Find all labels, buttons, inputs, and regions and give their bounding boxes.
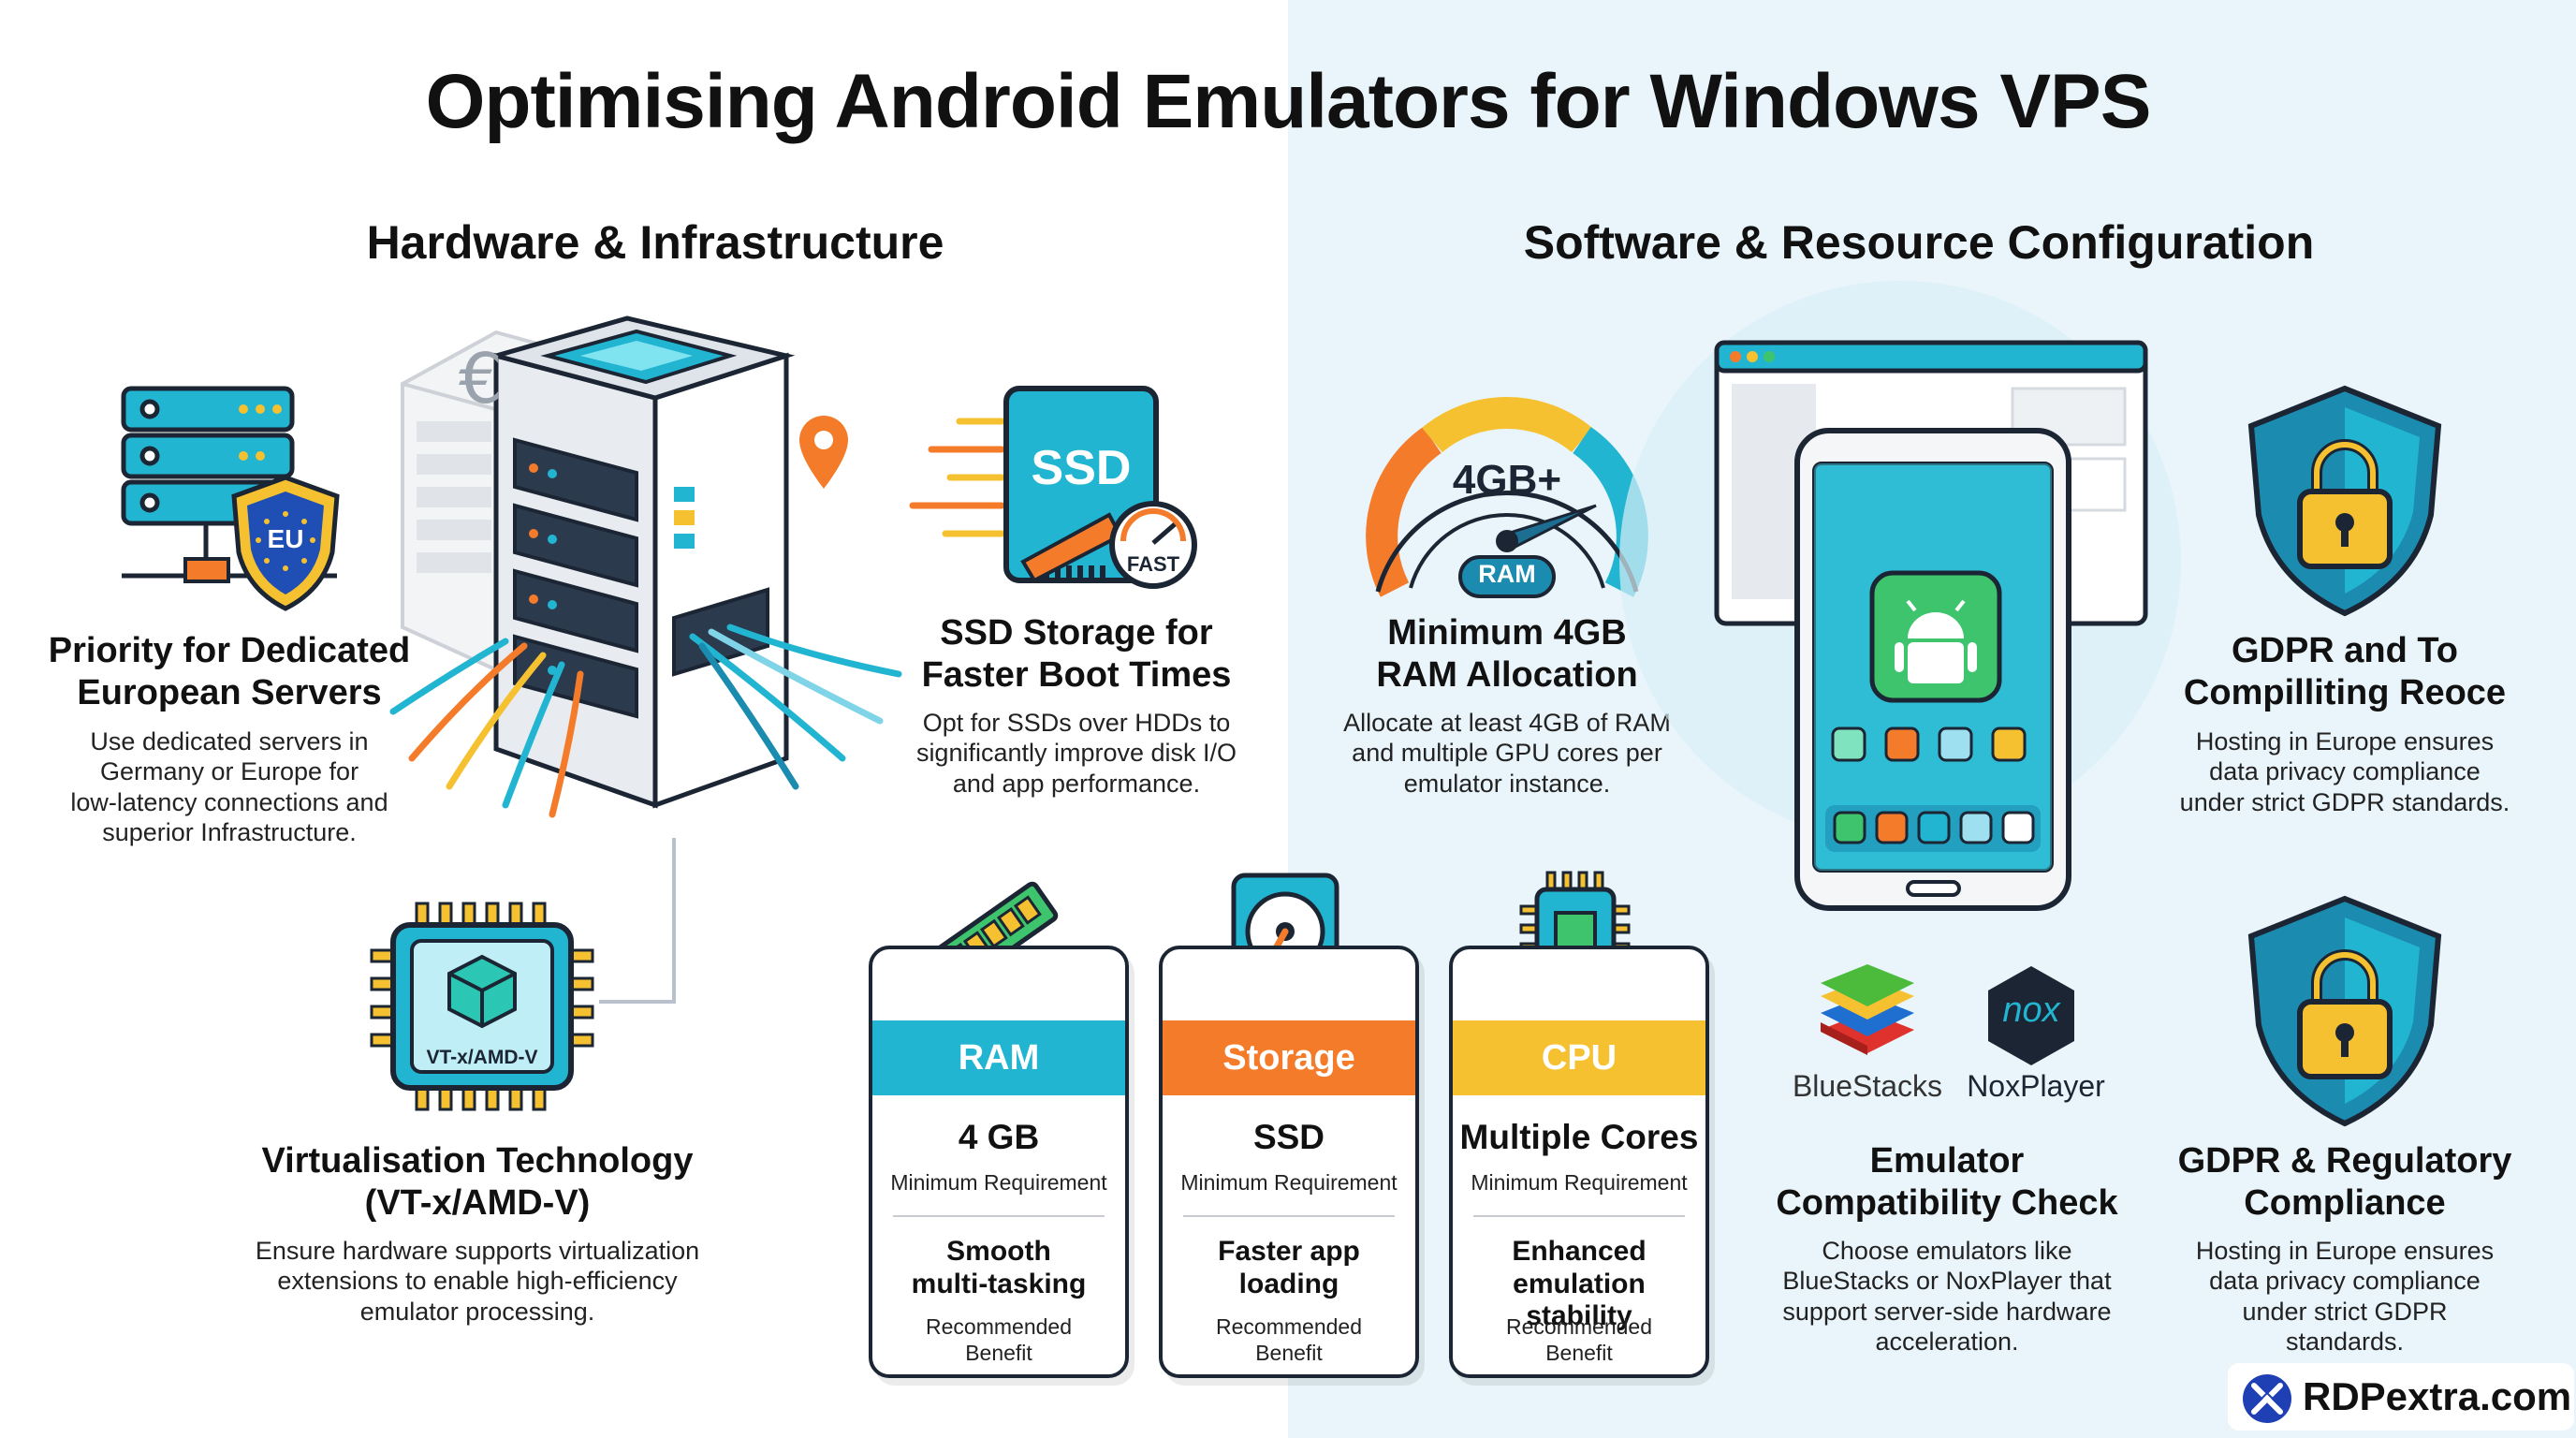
card-divider (1473, 1215, 1685, 1217)
section-title-hardware: Hardware & Infrastructure (366, 216, 944, 269)
card-value: 4 GB (958, 1118, 1040, 1156)
ram-gauge-label: RAM (1478, 560, 1536, 588)
virtualisation-heading: Virtualisation Technology(VT-x/AMD-V) (261, 1141, 694, 1223)
card-requirement-label: Minimum Requirement (1180, 1170, 1398, 1195)
card-divider (1183, 1215, 1395, 1217)
gdpr-lock-shield-icon (2247, 385, 2442, 617)
card-category-band: CPU (1453, 1020, 1705, 1095)
eu-shield-icon (231, 475, 340, 611)
card-divider (893, 1215, 1105, 1217)
ram-gauge-value: 4GB+ (1452, 457, 1562, 503)
rdpextra-logo-icon (2243, 1374, 2291, 1423)
bluestacks-logo-icon (1821, 964, 1914, 1055)
fast-gauge-label: FAST (1126, 552, 1180, 576)
ssd-icon-label: SSD (1031, 441, 1132, 495)
connector-line (599, 838, 676, 1004)
brand-badge: RDPextra.com (2228, 1363, 2574, 1431)
vtx-chip-label: VT-x/AMD-V (426, 1047, 538, 1068)
page-title: Optimising Android Emulators for Windows… (425, 59, 2152, 144)
section-title-software: Software & Resource Configuration (1523, 216, 2315, 269)
ssd-drive-icon (909, 386, 1197, 589)
cpu-chip-icon (370, 902, 594, 1111)
brand-name: RDPextra.com (2303, 1374, 2572, 1418)
euro-icon: € (459, 339, 504, 419)
noxplayer-logo-icon (1988, 966, 2074, 1065)
bluestacks-label: BlueStacks (1792, 1069, 1943, 1103)
compliance-lock-shield-icon (2247, 895, 2442, 1127)
card-requirement-label: Minimum Requirement (890, 1170, 1107, 1195)
location-pin-icon (799, 416, 848, 489)
card-value: SSD (1252, 1118, 1325, 1156)
card-category-band: RAM (872, 1020, 1125, 1095)
card-requirement-label: Minimum Requirement (1471, 1170, 1688, 1195)
eu-badge-text: EU (267, 524, 304, 553)
nox-mark-text: nox (2002, 990, 2060, 1030)
noxplayer-label: NoxPlayer (1967, 1069, 2105, 1103)
server-tower-illustration (389, 315, 902, 818)
card-value: Multiple Cores (1459, 1118, 1699, 1156)
card-category-band: Storage (1163, 1020, 1415, 1095)
ram-gauge-icon (1366, 397, 1648, 598)
android-phone-illustration (1619, 281, 2181, 911)
